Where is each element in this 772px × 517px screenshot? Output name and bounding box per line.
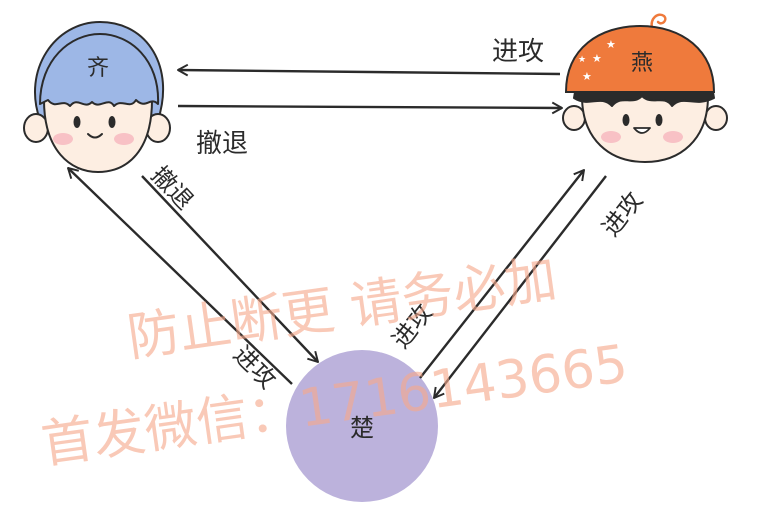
node-yan-label: 燕: [631, 51, 653, 76]
edge-label-yan-to-chu: 进攻: [597, 187, 649, 242]
edge-qi-to-chu: [141, 175, 319, 363]
node-chu-label: 楚: [350, 414, 374, 442]
edge-yan-to-chu: [433, 175, 607, 399]
qi-character: [23, 20, 171, 174]
yan-character: ★ ★ ★ ★: [562, 13, 728, 164]
edge-label-qi-to-yan: 撤退: [196, 129, 248, 159]
svg-text:★: ★: [578, 55, 586, 65]
edge-label-qi-to-chu: 撤退: [146, 161, 199, 215]
node-qi-label: 齐: [87, 56, 109, 81]
svg-text:★: ★: [592, 52, 602, 65]
svg-text:★: ★: [582, 70, 592, 83]
edge-label-yan-to-qi: 进攻: [492, 37, 544, 67]
edge-qi-to-yan: [177, 101, 563, 115]
edge-yan-to-qi: [177, 63, 561, 77]
watermark-line-1: 防止断更 请务必加: [124, 249, 561, 369]
svg-text:★: ★: [606, 38, 616, 51]
edge-chu-to-yan: [419, 169, 585, 379]
edge-chu-to-qi: [67, 167, 293, 385]
node-chu-circle: [286, 350, 438, 502]
